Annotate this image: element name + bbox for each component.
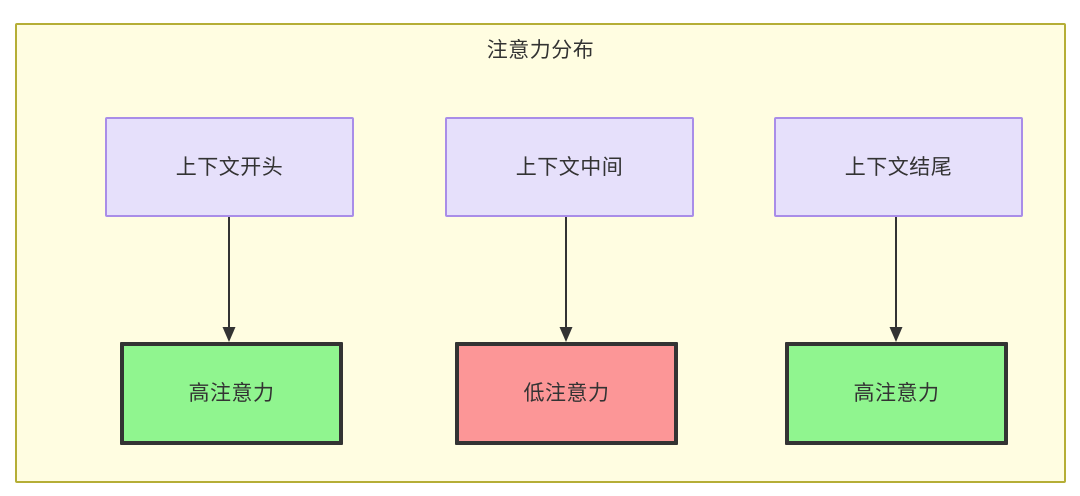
attention-distribution-container: 注意力分布 上下文开头 上下文中间 上下文结尾 — [15, 23, 1066, 483]
node-high-attention-start-label: 高注意力 — [188, 382, 275, 405]
diagram-title: 注意力分布 — [486, 39, 595, 62]
arrow-down-icon — [889, 217, 903, 342]
node-context-end-label: 上下文结尾 — [844, 155, 953, 179]
edge-context-start-to-result — [221, 217, 237, 342]
arrow-down-icon — [559, 217, 573, 342]
arrow-down-icon — [222, 217, 236, 342]
node-low-attention-middle-label: 低注意力 — [523, 382, 610, 405]
node-context-middle[interactable]: 上下文中间 — [445, 117, 694, 217]
edge-context-end-to-result — [888, 217, 904, 342]
node-context-middle-label: 上下文中间 — [515, 155, 624, 179]
node-low-attention-middle[interactable]: 低注意力 — [455, 342, 678, 445]
node-context-start[interactable]: 上下文开头 — [105, 117, 354, 217]
node-high-attention-start[interactable]: 高注意力 — [120, 342, 343, 445]
node-high-attention-end[interactable]: 高注意力 — [785, 342, 1008, 445]
node-context-end[interactable]: 上下文结尾 — [774, 117, 1023, 217]
edge-context-middle-to-result — [558, 217, 574, 342]
node-high-attention-end-label: 高注意力 — [853, 382, 940, 405]
node-context-start-label: 上下文开头 — [175, 155, 284, 179]
